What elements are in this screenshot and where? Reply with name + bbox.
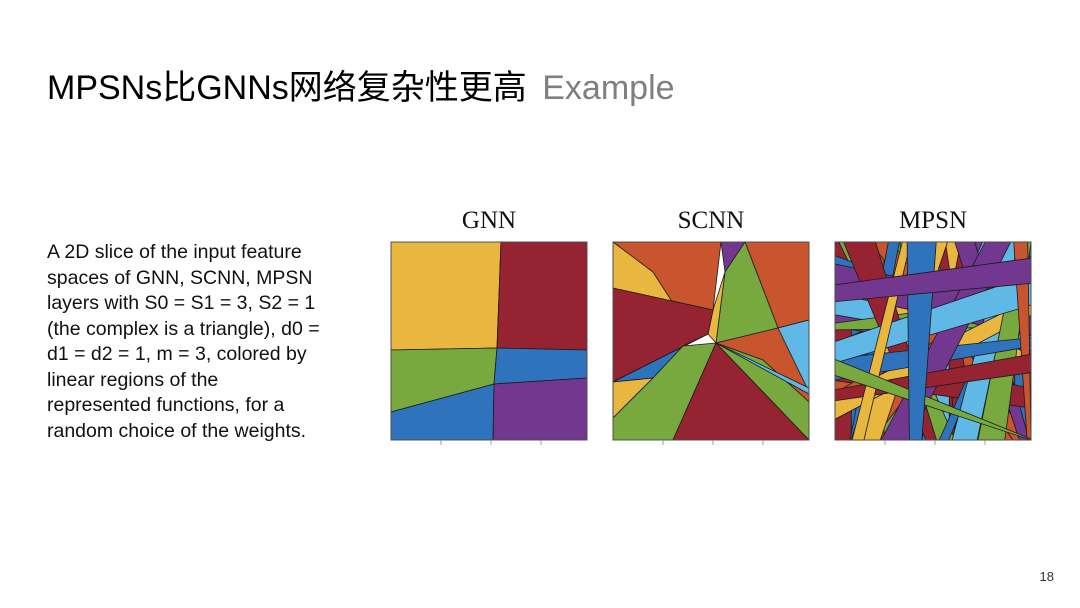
- panel-title-mpsn: MPSN: [898, 207, 968, 234]
- region-purple: [492, 377, 588, 441]
- plot-frame: [390, 241, 588, 441]
- panel-title-gnn: GNN: [461, 207, 517, 234]
- plot-frame: [834, 241, 1032, 441]
- description-text: A 2D slice of the input feature spaces o…: [47, 241, 320, 442]
- region-red: [496, 241, 588, 351]
- title-suffix: Example: [542, 69, 675, 107]
- plot-frame: [612, 241, 810, 441]
- page-title: MPSNs比GNNs网络复杂性更高 Example: [47, 62, 675, 114]
- panel-title-scnn: SCNN: [677, 207, 745, 234]
- gnn-linear-regions-plot: [390, 241, 588, 445]
- scnn-linear-regions-plot: [612, 241, 810, 445]
- mpsn-linear-regions-plot: [834, 241, 1032, 445]
- region-yellow: [390, 241, 502, 351]
- title-main: MPSNs比GNNs网络复杂性更高: [47, 69, 527, 107]
- page-number: 18: [1039, 569, 1054, 584]
